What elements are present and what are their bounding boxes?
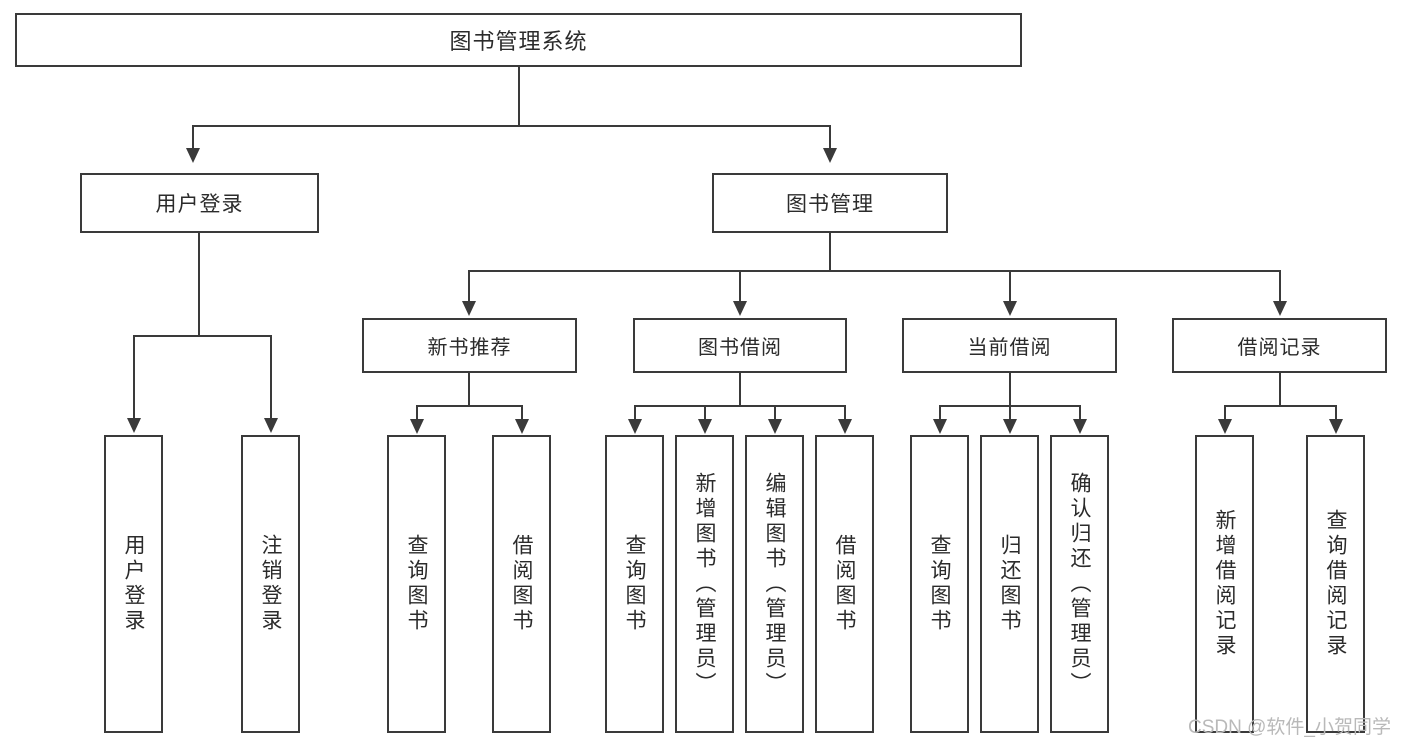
connector-userlogin-bus [133,335,272,337]
arrowhead-down-icon [1273,301,1287,316]
connector-currentborrow-drop-1 [939,405,941,421]
leaf-currentborrow-confirm-return-admin[interactable]: 确认归还（管理员） [1050,435,1109,733]
leaf-bookborrow-query-book[interactable]: 查询图书 [605,435,664,733]
node-label: 图书借阅 [698,337,782,359]
node-book-borrow[interactable]: 图书借阅 [633,318,847,373]
node-label: 借阅记录 [1237,337,1322,359]
connector-currentborrow-stem [1009,373,1011,405]
node-label: 查询图书 [405,534,428,634]
node-label: 新增借阅记录 [1213,509,1236,659]
node-label: 查询借阅记录 [1324,509,1347,659]
node-label: 编辑图书（管理员） [763,471,786,697]
connector-root-drop-1 [192,125,194,150]
node-user-login[interactable]: 用户登录 [80,173,319,233]
node-label: 图书管理 [786,193,874,216]
node-current-borrow[interactable]: 当前借阅 [902,318,1117,373]
arrowhead-down-icon [768,419,782,434]
arrowhead-down-icon [1329,419,1343,434]
leaf-borrowrecord-query-record[interactable]: 查询借阅记录 [1306,435,1365,733]
connector-borrowrecord-drop-2 [1335,405,1337,421]
node-root-system[interactable]: 图书管理系统 [15,13,1022,67]
arrowhead-down-icon [515,419,529,434]
connector-bookborrow-drop-4 [844,405,846,421]
leaf-bookborrow-borrow-book[interactable]: 借阅图书 [815,435,874,733]
leaf-bookborrow-edit-book-admin[interactable]: 编辑图书（管理员） [745,435,804,733]
connector-bookmgmt-stem [829,233,831,270]
connector-bookborrow-stem [739,373,741,405]
arrowhead-down-icon [127,418,141,433]
arrowhead-down-icon [186,148,200,163]
arrowhead-down-icon [264,418,278,433]
arrowhead-down-icon [698,419,712,434]
watermark-text: CSDN @软件_小贺同学 [1188,717,1391,738]
connector-userlogin-stem [198,233,200,335]
leaf-currentborrow-query-book[interactable]: 查询图书 [910,435,969,733]
arrowhead-down-icon [933,419,947,434]
node-label: 新增图书（管理员） [693,471,716,697]
node-label: 注销登录 [259,534,282,634]
leaf-newbook-query-book[interactable]: 查询图书 [387,435,446,733]
connector-currentborrow-drop-3 [1079,405,1081,421]
connector-bookmgmt-bus [468,270,1280,272]
connector-root-stem [518,67,520,125]
leaf-borrowrecord-add-record[interactable]: 新增借阅记录 [1195,435,1254,733]
connector-newbook-drop-2 [521,405,523,421]
connector-bookmgmt-drop-2 [739,270,741,303]
node-label: 借阅图书 [833,534,856,634]
arrowhead-down-icon [733,301,747,316]
connector-bookmgmt-drop-1 [468,270,470,303]
connector-bookborrow-drop-2 [704,405,706,421]
connector-bookborrow-drop-3 [774,405,776,421]
node-new-book-recommend[interactable]: 新书推荐 [362,318,577,373]
node-borrow-record[interactable]: 借阅记录 [1172,318,1387,373]
arrowhead-down-icon [1003,301,1017,316]
connector-bookmgmt-drop-3 [1009,270,1011,303]
node-book-management[interactable]: 图书管理 [712,173,948,233]
connector-bookborrow-drop-1 [634,405,636,421]
connector-root-drop-2 [829,125,831,150]
arrowhead-down-icon [410,419,424,434]
leaf-user-login[interactable]: 用户登录 [104,435,163,733]
connector-borrowrecord-bus [1224,405,1336,407]
node-label: 用户登录 [122,534,145,634]
connector-userlogin-drop-1 [133,335,135,420]
leaf-logout[interactable]: 注销登录 [241,435,300,733]
arrowhead-down-icon [1073,419,1087,434]
leaf-newbook-borrow-book[interactable]: 借阅图书 [492,435,551,733]
node-label: 图书管理系统 [449,29,588,54]
node-label: 当前借阅 [967,337,1052,359]
connector-root-bus [192,125,830,127]
arrowhead-down-icon [1003,419,1017,434]
node-label: 新书推荐 [427,337,512,359]
arrowhead-down-icon [462,301,476,316]
node-label: 查询图书 [928,534,951,634]
node-label: 查询图书 [623,534,646,634]
connector-borrowrecord-drop-1 [1224,405,1226,421]
connector-newbook-drop-1 [416,405,418,421]
connector-currentborrow-drop-2 [1009,405,1011,421]
leaf-bookborrow-add-book-admin[interactable]: 新增图书（管理员） [675,435,734,733]
node-label: 借阅图书 [510,534,533,634]
arrowhead-down-icon [628,419,642,434]
connector-bookborrow-bus [634,405,845,407]
node-label: 归还图书 [998,534,1021,634]
arrowhead-down-icon [823,148,837,163]
connector-newbook-bus [416,405,522,407]
connector-bookmgmt-drop-4 [1279,270,1281,303]
connector-borrowrecord-stem [1279,373,1281,405]
arrowhead-down-icon [1218,419,1232,434]
connector-newbook-stem [468,373,470,405]
node-label: 用户登录 [155,193,244,216]
node-label: 确认归还（管理员） [1068,471,1091,697]
connector-userlogin-drop-2 [270,335,272,420]
leaf-currentborrow-return-book[interactable]: 归还图书 [980,435,1039,733]
arrowhead-down-icon [838,419,852,434]
